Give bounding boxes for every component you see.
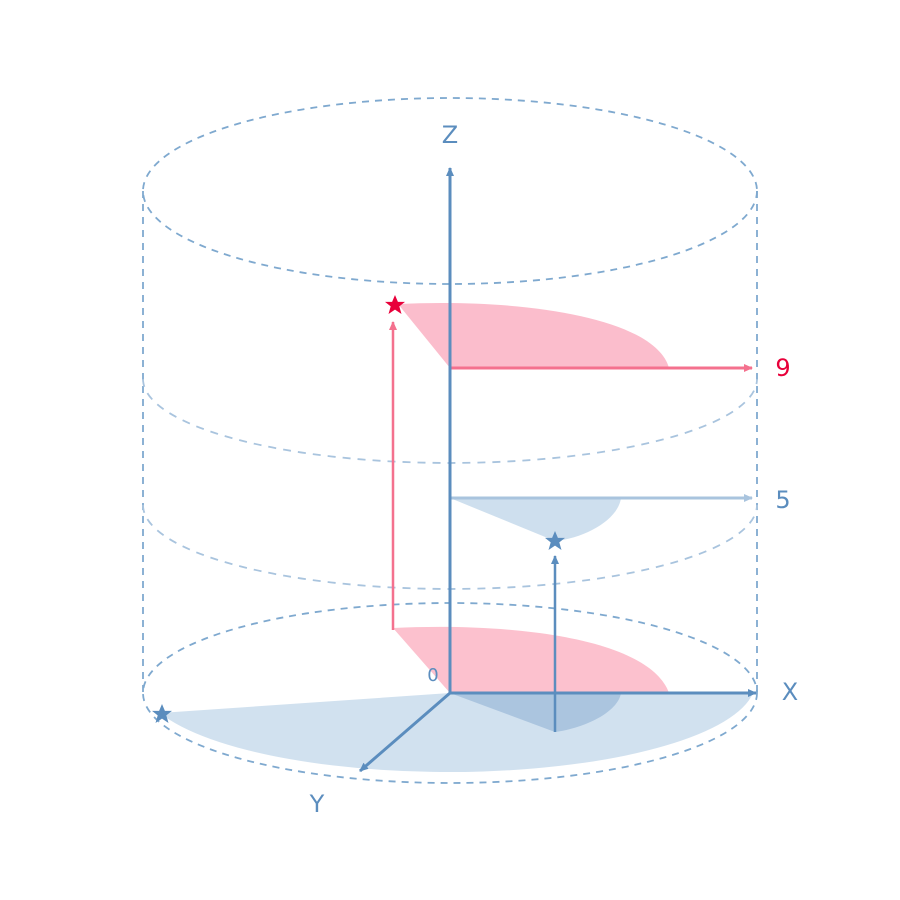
blue-star-icon — [545, 531, 565, 550]
level-5-blue-sector — [450, 498, 621, 541]
level-9-label: 9 — [775, 354, 790, 382]
y-axis-label: Y — [309, 790, 325, 818]
base-blue-star-icon — [152, 704, 172, 723]
level-5-label: 5 — [775, 486, 790, 514]
z-axis-label: Z — [442, 121, 458, 149]
base-pink-sector — [393, 626, 669, 693]
red-star-icon — [385, 295, 405, 314]
y-axis — [359, 691, 451, 773]
origin-label: 0 — [427, 665, 438, 686]
level-9-pink-sector — [398, 302, 669, 368]
base-blue-sector — [450, 693, 621, 732]
x-axis-label: X — [782, 678, 798, 706]
